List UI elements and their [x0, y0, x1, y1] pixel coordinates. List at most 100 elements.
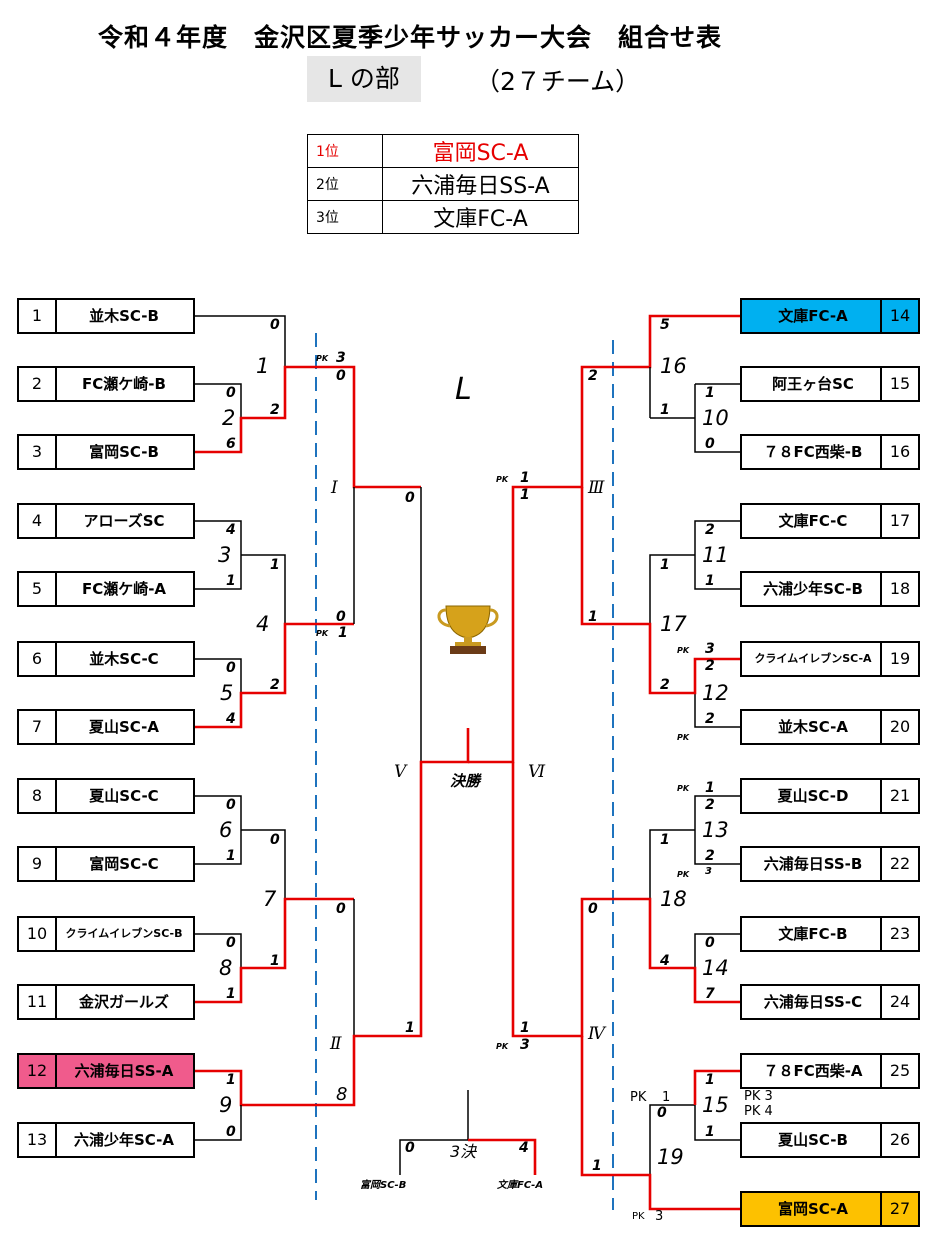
score: 1	[705, 1124, 715, 1140]
winner-path	[511, 762, 740, 1038]
team-name: 六浦少年SC-A	[74, 1131, 174, 1149]
score: 0	[405, 1140, 415, 1156]
match-number: 7	[263, 887, 277, 911]
page-title: 令和４年度 金沢区夏季少年サッカー大会 組合せ表	[97, 23, 722, 52]
score: 6	[226, 436, 236, 452]
score: 3	[705, 641, 715, 657]
round-label: Ⅵ	[528, 762, 546, 782]
pk-label: PK	[316, 354, 329, 363]
pk-label: PK	[677, 646, 690, 655]
team-name: 文庫FC-C	[778, 512, 848, 530]
round-label: Ⅱ	[330, 1034, 342, 1054]
score: 2	[705, 797, 715, 813]
winner-path	[195, 622, 354, 729]
match-number: 2	[222, 406, 236, 430]
score: 1	[226, 986, 236, 1002]
team-name: ７８FC西柴-B	[763, 443, 863, 461]
team-name: 富岡SC-A	[778, 1200, 848, 1218]
pk-label: PK	[316, 629, 329, 638]
score: 1	[226, 573, 236, 589]
division-label: L の部	[307, 56, 421, 102]
score: 0	[657, 1105, 667, 1121]
bracket-line	[650, 383, 740, 453]
winner-path	[195, 365, 421, 489]
team-name: 文庫FC-B	[778, 925, 848, 943]
bracket-line	[694, 933, 740, 968]
score: 2	[705, 711, 715, 727]
match-number: 12	[702, 681, 729, 705]
score: 1	[520, 1020, 530, 1036]
bracket-line	[694, 693, 740, 728]
winner-path	[580, 487, 740, 695]
score: 1	[660, 402, 670, 418]
score: 0	[226, 797, 236, 813]
score: 3	[336, 350, 346, 366]
pk-score: PK 3	[744, 1089, 773, 1104]
score: 3	[705, 866, 712, 877]
rank-team: 六浦毎日SS-A	[382, 167, 579, 201]
match-number: 16	[660, 354, 687, 378]
score: 0	[336, 368, 346, 384]
match-number: 11	[702, 543, 729, 567]
bracket-line	[649, 520, 740, 624]
score: 1	[588, 609, 598, 625]
bracket-line	[195, 315, 286, 367]
pk-score: PK 4	[744, 1104, 773, 1119]
bracket-line	[649, 795, 740, 899]
team-name: 夏山SC-C	[89, 787, 159, 805]
score: 1	[338, 625, 348, 641]
bracket-line	[195, 933, 242, 968]
team-name: 並木SC-A	[778, 718, 848, 736]
trophy-icon	[437, 605, 499, 654]
score: 0	[226, 385, 236, 401]
score: 3	[655, 1209, 664, 1224]
match-number: 13	[702, 818, 729, 842]
team-name: 並木SC-C	[89, 650, 159, 668]
team-name: クライムイレブンSC-A	[754, 652, 872, 665]
match-number: 8	[219, 956, 233, 980]
score: 1	[226, 1072, 236, 1088]
match-number: 5	[220, 681, 234, 705]
score: 0	[226, 935, 236, 951]
team-name: 文庫FC-A	[778, 307, 848, 325]
results-table: 1位 富岡SC-A 2位 六浦毎日SS-A 3位 文庫FC-A	[307, 134, 579, 234]
winner-path	[195, 728, 470, 1107]
result-row-3rd: 3位 文庫FC-A	[307, 200, 579, 234]
score: 2	[705, 522, 715, 538]
pk-label: PK	[677, 784, 690, 793]
team-name: 富岡SC-B	[360, 1180, 407, 1191]
score: 2	[588, 368, 598, 384]
pk-label: PK	[677, 870, 690, 879]
team-name: 六浦少年SC-B	[763, 580, 863, 598]
team-name: 並木SC-B	[89, 307, 159, 325]
team-name: 夏山SC-D	[777, 787, 849, 805]
score: 0	[705, 436, 715, 452]
match-number: 15	[702, 1093, 729, 1117]
rank-team: 文庫FC-A	[382, 200, 579, 234]
score: 1	[270, 557, 280, 573]
team-name: 六浦毎日SS-C	[763, 993, 863, 1011]
score: 0	[226, 660, 236, 676]
bracket-line	[195, 383, 242, 418]
score: 1	[660, 832, 670, 848]
team-name: 金沢ガールズ	[78, 993, 169, 1011]
score: 0	[588, 901, 598, 917]
score: 1	[660, 557, 670, 573]
score: 0	[226, 1124, 236, 1140]
match-number: 9	[219, 1093, 233, 1117]
round-label: Ⅲ	[588, 478, 605, 498]
